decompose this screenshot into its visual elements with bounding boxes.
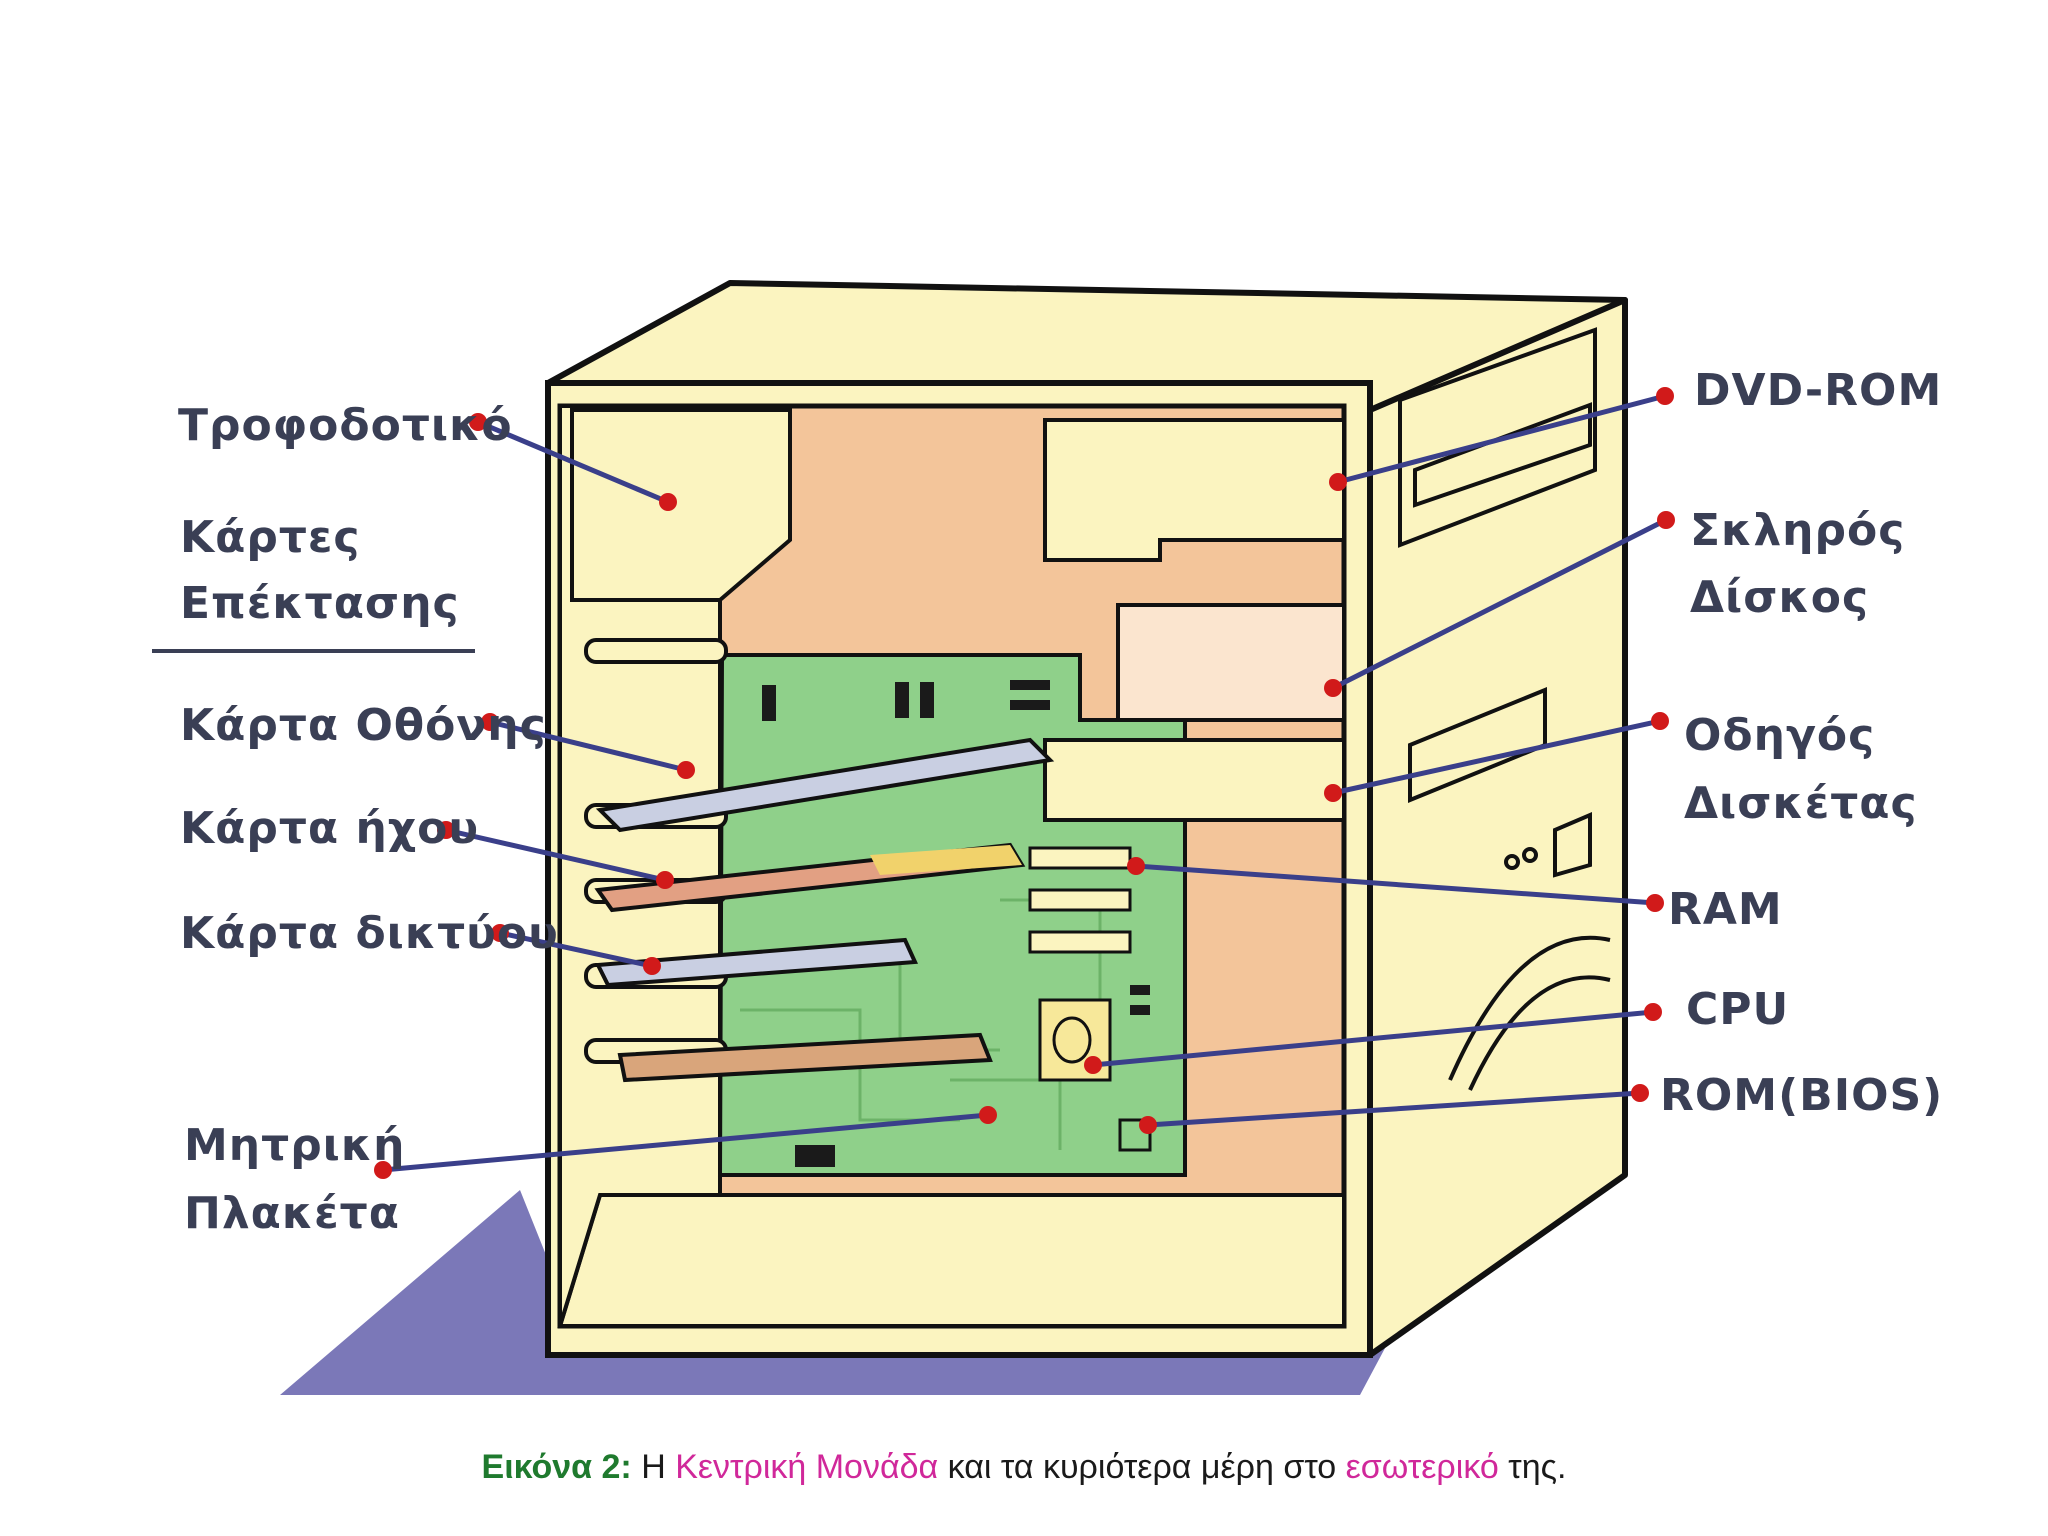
caption-accent-2: εσωτερικό bbox=[1345, 1448, 1499, 1486]
label-hard-disk-1: Σκληρός bbox=[1690, 505, 1905, 556]
ram-slots bbox=[1028, 846, 1132, 954]
case-inner-left-wall bbox=[558, 404, 722, 1327]
label-network-card: Κάρτα δικτύου bbox=[180, 908, 559, 959]
label-expansion-cards-1: Κάρτες bbox=[180, 512, 360, 563]
figure-caption: Εικόνα 2: Η Κεντρική Μονάδα και τα κυριό… bbox=[0, 1448, 2048, 1487]
label-floppy-2: Δισκέτας bbox=[1684, 778, 1918, 829]
caption-text-1: Η bbox=[631, 1448, 676, 1486]
sound-card-yellow-part bbox=[870, 845, 1022, 875]
graphics-card bbox=[595, 737, 1055, 833]
caption-text-3: της. bbox=[1498, 1448, 1567, 1486]
caption-prefix: Εικόνα 2: bbox=[481, 1448, 632, 1486]
label-cpu: CPU bbox=[1686, 984, 1789, 1035]
hard-disk-bay bbox=[1116, 603, 1346, 722]
motherboard bbox=[717, 653, 1187, 1177]
label-ram: RAM bbox=[1668, 884, 1783, 935]
bios-chip bbox=[1118, 985, 1152, 1152]
case-side bbox=[1367, 297, 1628, 1358]
extra-card bbox=[617, 1032, 993, 1083]
label-motherboard-1: Μητρική bbox=[184, 1120, 405, 1171]
leader-dots bbox=[374, 387, 1675, 1179]
label-graphics-card: Κάρτα Οθόνης bbox=[180, 700, 547, 751]
motherboard-chips bbox=[762, 680, 1050, 1167]
label-expansion-cards-2: Επέκτασης bbox=[180, 578, 460, 629]
network-card bbox=[594, 937, 919, 988]
dvd-bay bbox=[1043, 418, 1346, 562]
label-rom-bios: ROM(BIOS) bbox=[1660, 1070, 1943, 1121]
caption-text-2: και τα κυριότερα μέρη στο bbox=[938, 1448, 1346, 1486]
label-hard-disk-2: Δίσκος bbox=[1690, 572, 1869, 623]
label-floppy-1: Οδηγός bbox=[1684, 710, 1875, 761]
label-motherboard-2: Πλακέτα bbox=[184, 1188, 400, 1239]
label-sound-card: Κάρτα ήχου bbox=[180, 803, 479, 854]
cpu-chip bbox=[1038, 998, 1112, 1082]
power-supply-unit bbox=[570, 408, 792, 602]
case-inner-floor bbox=[557, 1193, 1346, 1328]
floppy-bay bbox=[1043, 738, 1346, 822]
leader-lines bbox=[382, 393, 1668, 1173]
label-power-supply: Τροφοδοτικό bbox=[178, 400, 513, 451]
label-dvd-rom: DVD-ROM bbox=[1694, 365, 1942, 416]
caption-accent-1: Κεντρική Μονάδα bbox=[675, 1448, 939, 1486]
